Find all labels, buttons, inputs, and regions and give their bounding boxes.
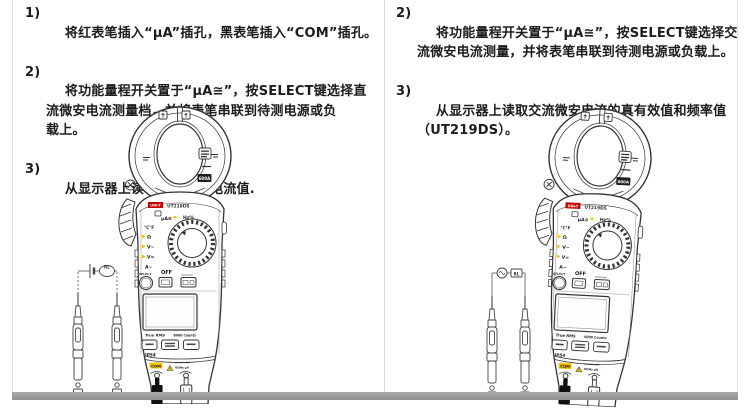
brand-logo: UNI-T (148, 202, 163, 208)
step-number: 2) (396, 4, 411, 24)
off-label: OFF (575, 271, 586, 278)
load-resistor: RL (511, 269, 522, 277)
dial-microamp-label: μA≅ (161, 216, 172, 222)
clamp-meter-illustration: 600A UNI-T UT219DS μA≅ (522, 103, 668, 409)
off-label: OFF (161, 270, 172, 276)
cat-rating-badge (619, 151, 632, 163)
counts-label: 6000 Counts (174, 334, 197, 338)
dial-vdc-label: V≂ (147, 255, 155, 261)
com-jack-label: COM (560, 364, 570, 370)
power-button (572, 278, 585, 288)
dial-ohm-label: Ω (563, 235, 567, 241)
dial-vac-label: V~ (147, 245, 155, 251)
step-number: 3) (25, 160, 40, 180)
dial-temp-label: °C°F (144, 225, 154, 230)
model-label: UT219DS (584, 205, 607, 212)
side-tab (222, 222, 227, 234)
input-jack-label: VΩHz μA (175, 366, 190, 370)
select-button (140, 277, 153, 290)
ac-source-icon (497, 268, 507, 278)
clamp-trigger-lever (119, 199, 136, 246)
step-number: 1) (25, 4, 40, 24)
caption-microtext (143, 291, 217, 292)
true-rms-label: True RMS (145, 333, 165, 338)
clamp-jaw (129, 107, 231, 205)
current-rating-label: 600A (617, 179, 630, 185)
load-resistor: RL (100, 265, 115, 277)
dial-microamp-label: μA≅ (578, 217, 589, 224)
current-rating-badge: 600A (616, 177, 630, 186)
bottom-gray-bar (12, 392, 738, 400)
model-label: UT219DS (167, 203, 190, 209)
brand-logo: UNI-T (565, 202, 580, 209)
lcd-display (143, 294, 197, 330)
dial-ohm-label: Ω (147, 235, 151, 241)
load-label: RL (514, 271, 520, 276)
true-rms-label: True RMS (556, 332, 577, 338)
ip-rating-label: IP54 (554, 352, 565, 359)
brand-label: UNI-T (567, 204, 578, 209)
battery-icon (90, 264, 94, 278)
select-button-label: SELECT (139, 272, 152, 276)
dial-vac-label: V~ (562, 245, 570, 251)
com-jack-label: COM (151, 363, 161, 368)
input-jack-label: VΩHz μA (584, 367, 599, 372)
instruction-step: 1) 将红表笔插入“μA”插孔，黑表笔插入“COM”插孔。 (25, 4, 379, 63)
dial-aac-label: A~ (145, 265, 153, 271)
instruction-step: 2) 将功能量程开关置于“μA≅”，按SELECT键选择交 流微安电流测量，并将表… (396, 4, 738, 82)
side-tab (638, 226, 643, 238)
test-probe (73, 293, 83, 400)
clamp-meter-dc: 600A UNI-T UT219DS μA≅ (115, 104, 245, 404)
select-button (553, 276, 567, 290)
screw-icon (544, 179, 555, 190)
clamp-meter-ac: 600A UNI-T UT219DS μA≅ (522, 103, 668, 409)
ip-rating-label: IP54 (145, 353, 156, 359)
current-rating-badge: 600A (198, 174, 212, 182)
dial-vdc-label: V≂ (562, 255, 570, 261)
clamp-meter-illustration: 600A UNI-T UT219DS μA≅ (115, 104, 245, 404)
step-text: 将功能量程开关置于“μA≅”，按SELECT键选择交 流微安电流测量，并将表笔串… (417, 26, 738, 61)
select-button-label: SELECT (553, 272, 567, 277)
test-probe (487, 296, 497, 400)
column-divider (384, 0, 385, 392)
current-rating-label: 600A (199, 176, 211, 181)
function-buttons (142, 340, 199, 350)
screw-icon (126, 180, 136, 190)
jack-microtext (175, 362, 190, 363)
step-text: 将红表笔插入“μA”插孔，黑表笔插入“COM”插孔。 (65, 26, 377, 41)
clamp-trigger-lever (534, 198, 554, 246)
step-number: 2) (25, 63, 40, 83)
dial-temp-label: °C°F (560, 225, 571, 231)
step-number: 3) (396, 82, 411, 102)
lcd-display (554, 294, 610, 333)
page-border-left (12, 0, 13, 392)
dial-aac-label: A~ (559, 265, 567, 271)
rotary-dial (168, 219, 216, 267)
cat-rating-badge (199, 148, 211, 159)
brand-label: UNI-T (150, 204, 161, 208)
power-button (159, 278, 172, 288)
load-label: RL (104, 265, 110, 270)
